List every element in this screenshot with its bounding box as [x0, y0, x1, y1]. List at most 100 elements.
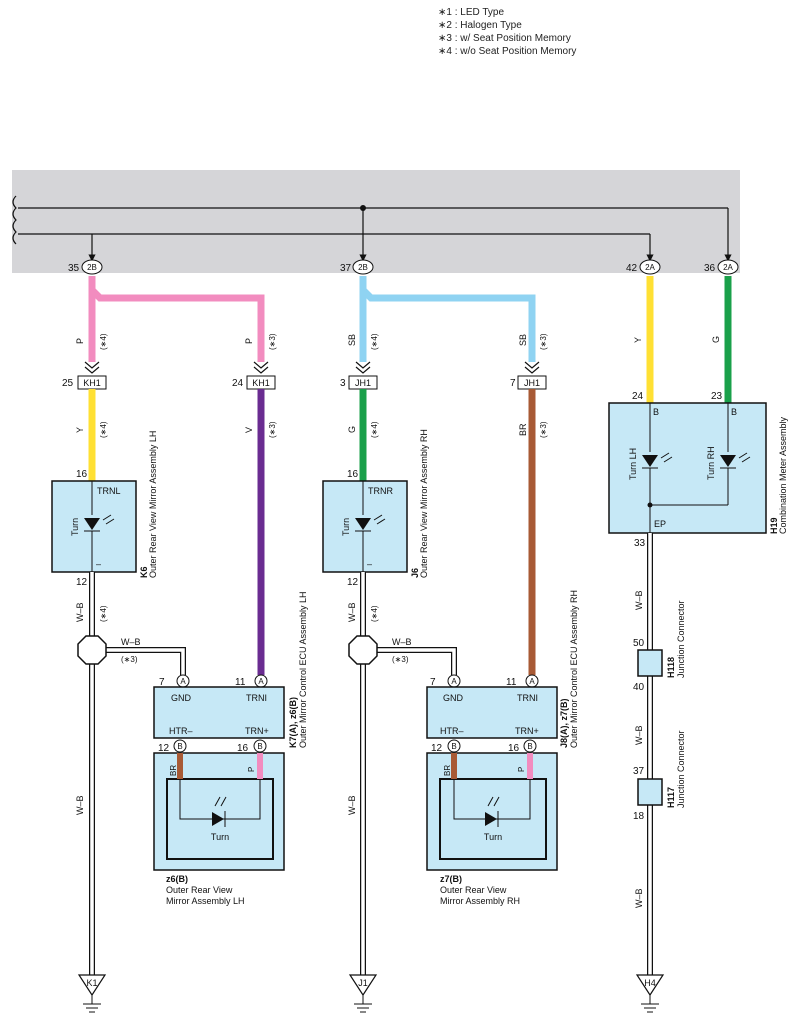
svg-text:(∗3): (∗3): [392, 655, 409, 664]
svg-text:12: 12: [347, 577, 359, 588]
svg-text:Outer Rear View: Outer Rear View: [440, 885, 507, 895]
led-icon: [355, 518, 371, 530]
chevrons: [84, 361, 540, 374]
svg-text:z7(B): z7(B): [440, 874, 462, 884]
svg-text:P: P: [247, 767, 256, 772]
svg-text:HTR–: HTR–: [440, 726, 464, 736]
connector-36-2a: 36 2A: [704, 259, 739, 275]
svg-text:42: 42: [626, 263, 638, 274]
svg-text:2A: 2A: [645, 263, 655, 272]
svg-text:16: 16: [347, 469, 359, 480]
svg-text:SB: SB: [518, 334, 528, 346]
svg-text:A: A: [451, 677, 457, 686]
svg-text:z6(B): z6(B): [166, 874, 188, 884]
svg-text:Junction Connector: Junction Connector: [676, 600, 686, 678]
svg-text:W–B: W–B: [75, 795, 85, 815]
svg-text:–: –: [96, 559, 101, 569]
svg-text:Outer Mirror Control ECU Assem: Outer Mirror Control ECU Assembly RH: [569, 590, 579, 748]
svg-text:Turn: Turn: [484, 832, 502, 842]
svg-text:Turn RH: Turn RH: [706, 446, 716, 480]
light-rays-icon: [102, 514, 115, 525]
svg-text:J8(A), z7(B): J8(A), z7(B): [559, 698, 569, 748]
light-rays-icon: [214, 796, 227, 807]
svg-text:16: 16: [237, 743, 249, 754]
svg-text:12: 12: [158, 743, 170, 754]
svg-text:(∗3): (∗3): [539, 333, 548, 350]
svg-text:GND: GND: [443, 693, 464, 703]
h19-combination-meter: 24 23 B B Turn LH Turn RH EP 33 H19 Comb…: [608, 391, 788, 549]
z7-mirror-rh: BR P Turn z7(B) Outer Rear View Mirror A…: [426, 752, 558, 906]
svg-text:G: G: [347, 426, 357, 433]
svg-text:7: 7: [430, 677, 436, 688]
bus-panel-bg: [12, 170, 740, 273]
svg-text:Turn LH: Turn LH: [628, 448, 638, 480]
svg-text:BR: BR: [443, 765, 452, 776]
svg-text:B: B: [177, 742, 182, 751]
splice-k: [77, 635, 107, 665]
led-icon: [720, 455, 736, 467]
svg-text:TRN+: TRN+: [515, 726, 539, 736]
svg-text:BR: BR: [518, 423, 528, 436]
connector-jh1-3: 3 JH1: [340, 375, 378, 390]
svg-text:Outer Mirror Control ECU Assem: Outer Mirror Control ECU Assembly LH: [298, 591, 308, 748]
j6-mirror-assembly: 16 TRNR Turn – 12 J6 Outer Rear View Mir…: [322, 429, 429, 588]
connector-jh1-7: 7 JH1: [510, 375, 547, 390]
svg-text:Mirror Assembly RH: Mirror Assembly RH: [440, 896, 520, 906]
svg-text:24: 24: [232, 378, 244, 389]
svg-text:W–B: W–B: [634, 590, 644, 610]
svg-text:(∗4): (∗4): [370, 605, 379, 622]
legend-item: ∗3 : w/ Seat Position Memory: [438, 33, 571, 44]
svg-text:P: P: [517, 767, 526, 772]
k7-ecu-lh: 7 A 11 A GND TRNI HTR– TRN+ 12 B 16 B K7…: [153, 591, 308, 754]
svg-text:A: A: [529, 677, 535, 686]
svg-text:2A: 2A: [723, 263, 733, 272]
svg-text:KH1: KH1: [252, 378, 270, 388]
svg-text:(∗3): (∗3): [539, 421, 548, 438]
svg-text:Outer Rear View: Outer Rear View: [166, 885, 233, 895]
svg-text:SB: SB: [347, 334, 357, 346]
svg-text:K7(A), z6(B): K7(A), z6(B): [288, 697, 298, 748]
legend-item: ∗2 : Halogen Type: [438, 20, 522, 31]
wire-labels-upper: P (∗4) P (∗3) SB (∗4) SB (∗3) Y G: [75, 333, 721, 350]
legend: ∗1 : LED Type ∗2 : Halogen Type ∗3 : w/ …: [438, 6, 576, 58]
wires-middle: [88, 389, 536, 675]
svg-text:Y: Y: [633, 337, 643, 343]
k6-mirror-assembly: 16 TRNL Turn – 12 K6 Outer Rear View Mir…: [51, 431, 158, 588]
svg-text:TRN+: TRN+: [245, 726, 269, 736]
svg-text:(∗4): (∗4): [99, 333, 108, 350]
svg-text:Junction Connector: Junction Connector: [676, 730, 686, 808]
svg-text:B: B: [731, 407, 737, 417]
svg-text:25: 25: [62, 378, 74, 389]
svg-text:W–B: W–B: [75, 602, 85, 622]
svg-text:Outer Rear View Mirror Assembl: Outer Rear View Mirror Assembly LH: [148, 431, 158, 578]
svg-text:2B: 2B: [358, 263, 368, 272]
svg-text:23: 23: [711, 391, 723, 402]
svg-text:7: 7: [510, 378, 516, 389]
svg-text:TRNL: TRNL: [97, 486, 121, 496]
svg-text:33: 33: [634, 538, 646, 549]
svg-text:11: 11: [235, 677, 246, 688]
svg-text:TRNI: TRNI: [517, 693, 538, 703]
svg-text:EP: EP: [654, 519, 666, 529]
svg-text:TRNI: TRNI: [246, 693, 267, 703]
svg-text:–: –: [367, 559, 372, 569]
svg-text:W–B: W–B: [347, 795, 357, 815]
svg-text:JH1: JH1: [524, 378, 540, 388]
bus-panel: [12, 170, 740, 273]
splice-j: [348, 635, 378, 665]
ground-k1: K1: [77, 974, 107, 1013]
svg-text:A: A: [180, 677, 186, 686]
svg-text:40: 40: [633, 682, 645, 693]
wb-wires: [89, 533, 653, 975]
svg-text:A: A: [258, 677, 264, 686]
svg-text:B: B: [451, 742, 456, 751]
h117-junction-connector: 37 18 H117 Junction Connector: [633, 730, 686, 822]
svg-text:H117: H117: [666, 787, 676, 808]
svg-text:JH1: JH1: [355, 378, 371, 388]
svg-text:Mirror Assembly LH: Mirror Assembly LH: [166, 896, 245, 906]
svg-text:37: 37: [633, 766, 645, 777]
z6-mirror-lh: BR P Turn z6(B) Outer Rear View Mirror A…: [153, 752, 285, 906]
svg-text:H4: H4: [644, 978, 656, 988]
svg-text:12: 12: [76, 577, 88, 588]
connector-35-2b: 35 2B: [68, 259, 103, 275]
